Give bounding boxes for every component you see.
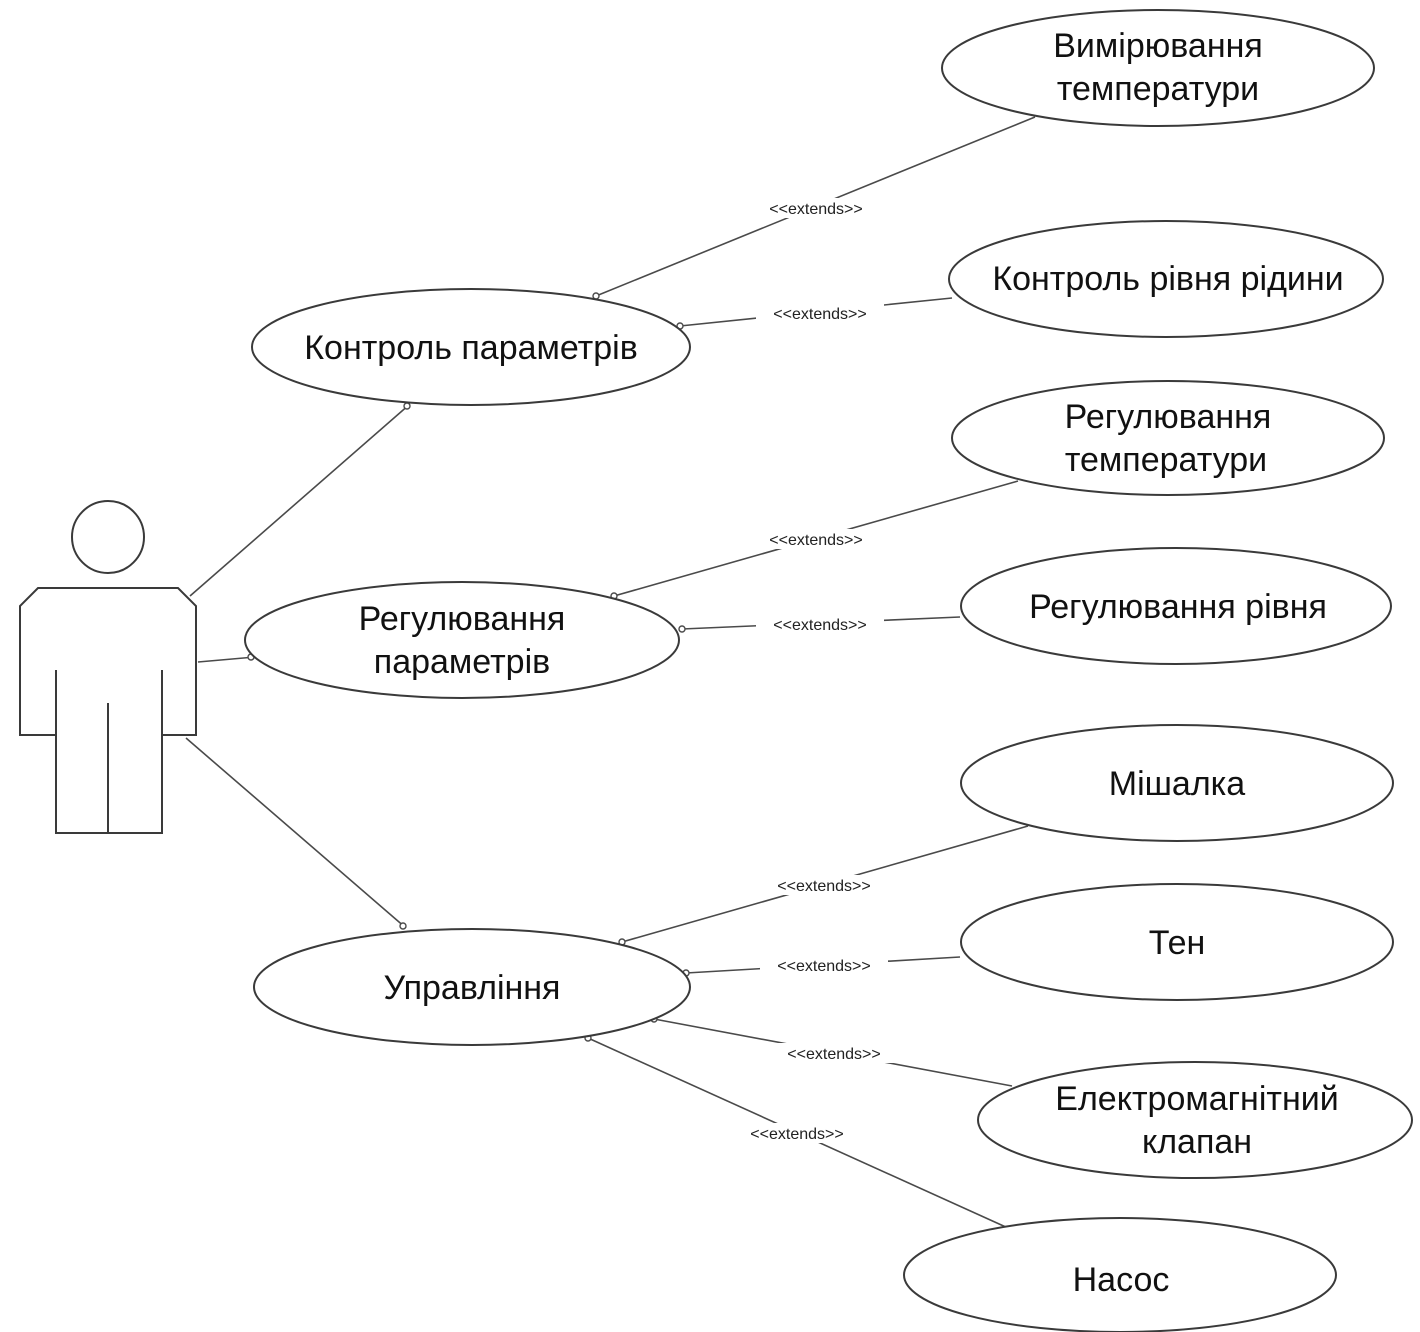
use-case-oval [251, 288, 691, 406]
actor-head [71, 500, 145, 574]
use-case-temp-regulation[interactable]: Регулювання температури [951, 380, 1385, 496]
use-case-oval [960, 547, 1392, 665]
use-case-temp-measure[interactable]: Вимірювання температури [941, 9, 1375, 127]
use-case-label: Вимірювання [1053, 27, 1263, 65]
use-case-oval [941, 9, 1375, 127]
use-case-label: Управління [384, 969, 561, 1007]
use-case-oval [977, 1061, 1413, 1179]
extends-label: <<extends>> [787, 1046, 880, 1063]
use-case-pump[interactable]: Насос [903, 1217, 1337, 1332]
use-case-oval [253, 928, 691, 1046]
use-case-label: Мішалка [1109, 765, 1246, 803]
use-case-mixer[interactable]: Мішалка [960, 724, 1394, 842]
assoc-management [185, 737, 407, 929]
assoc-regulation-params [197, 656, 256, 663]
extends-label: <<extends>> [769, 532, 862, 549]
extends-label: <<extends>> [769, 201, 862, 218]
use-case-regulation-params[interactable]: Регулювання параметрів [244, 581, 680, 699]
assoc-control-params [189, 403, 411, 597]
associations [185, 403, 411, 929]
use-case-label: Регулювання рівня [1029, 588, 1327, 626]
use-case-label: Контроль рівня рідини [992, 260, 1343, 298]
use-case-label: Регулювання [1065, 398, 1272, 436]
extend-labels: <<extends>> <<extends>> <<extends>> <<ex… [740, 198, 898, 1143]
use-case-oval [960, 724, 1394, 842]
use-case-label: параметрів [374, 643, 550, 681]
extends-label: <<extends>> [773, 617, 866, 634]
extends-label: <<extends>> [777, 958, 870, 975]
ext-head-level-regulation [678, 625, 686, 633]
use-case-oval [948, 220, 1384, 338]
use-case-label: Тен [1149, 924, 1206, 962]
use-case-label: температури [1065, 441, 1267, 479]
use-case-oval [903, 1217, 1337, 1332]
use-case-level-control[interactable]: Контроль рівня рідини [948, 220, 1384, 338]
use-case-heater[interactable]: Тен [960, 883, 1394, 1001]
extends-label: <<extends>> [750, 1126, 843, 1143]
use-case-oval [244, 581, 680, 699]
assoc-head-management [399, 922, 407, 930]
use-case-level-regulation[interactable]: Регулювання рівня [960, 547, 1392, 665]
extends-label: <<extends>> [773, 306, 866, 323]
use-case-oval [960, 883, 1394, 1001]
use-case-solenoid-valve[interactable]: Електромагнітний клапан [977, 1061, 1413, 1179]
use-case-label: Насос [1073, 1261, 1170, 1299]
extends-label: <<extends>> [777, 878, 870, 895]
use-case-oval [951, 380, 1385, 496]
actor [19, 500, 197, 834]
assoc-head-control-params [403, 402, 411, 410]
use-case-label: температури [1057, 70, 1259, 108]
use-case-control-params[interactable]: Контроль параметрів [251, 288, 691, 406]
use-case-label: Електромагнітний [1055, 1080, 1338, 1118]
use-case-management[interactable]: Управління [253, 928, 691, 1046]
use-case-label: Регулювання [359, 600, 566, 638]
use-case-label: клапан [1142, 1123, 1252, 1161]
use-case-label: Контроль параметрів [304, 329, 638, 367]
